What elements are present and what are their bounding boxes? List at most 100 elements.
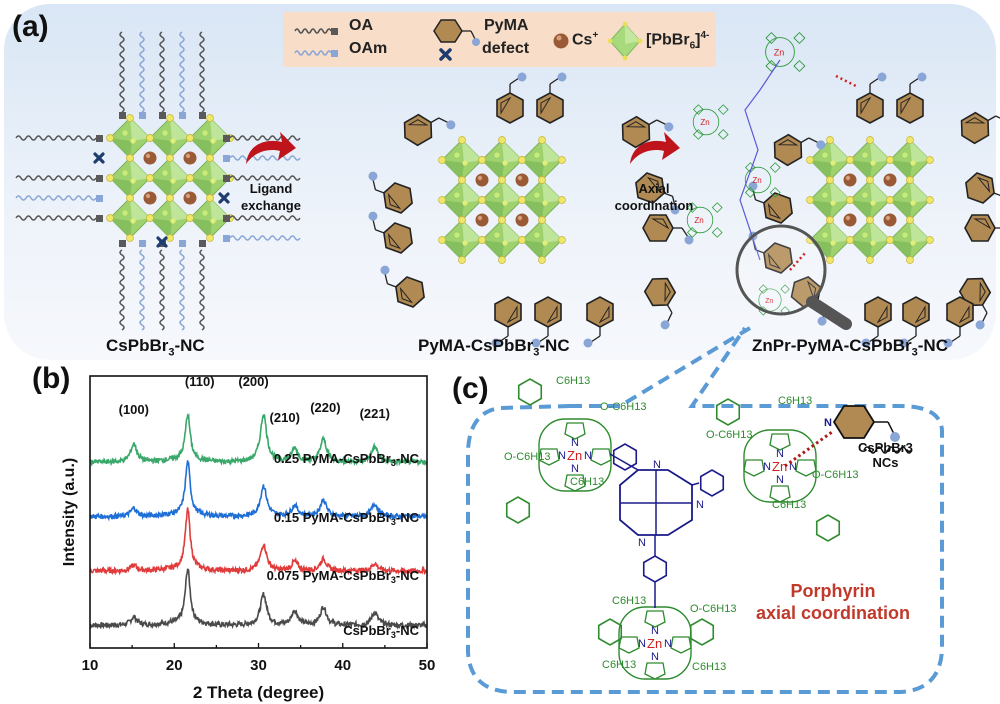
br-atom (498, 216, 506, 224)
pyma-ligand (643, 277, 677, 330)
oa-chain (229, 135, 301, 141)
zn-label: Zn (765, 298, 773, 305)
pyma-ligand (635, 172, 680, 215)
series-label: 0.25 PyMA-CsPbBr3-NC (274, 451, 420, 468)
nc-surface-chain (863, 446, 913, 454)
br-atom (806, 196, 814, 204)
defect-x (156, 236, 168, 248)
arrow-label-ligand-exchange: Ligand exchange (226, 180, 316, 214)
legend-label-pbbr6: [PbBr6]4- (646, 30, 709, 52)
br-atom (438, 196, 446, 204)
n-atom-label: N (776, 448, 784, 460)
oa-chain (159, 31, 165, 113)
c6h13-substituent: C6H13 (692, 661, 726, 673)
pyma-ligand (496, 72, 527, 124)
br-atom (106, 174, 114, 182)
pyma-ligand (896, 72, 927, 124)
oc6h13-substituent: O-C6H13 (600, 401, 646, 413)
panel-a-label: (a) (12, 10, 49, 43)
br-atom (146, 134, 154, 142)
legend-pbbr-sub: 6 (689, 40, 696, 52)
pyma-ligand (403, 113, 456, 147)
br-atom (846, 156, 854, 164)
caption-end: -NC (174, 336, 205, 355)
n-atom-label: N (638, 537, 646, 549)
br-atom (186, 214, 194, 222)
zn-atom-label: Zn (647, 636, 662, 651)
oa-chain (229, 215, 301, 221)
oa-chain (229, 175, 301, 181)
br-atom (206, 234, 214, 242)
pbbr6-octahedron (481, 179, 523, 221)
legend-label-pyma: PyMA (484, 17, 529, 34)
n-atom-label: N (584, 450, 592, 462)
oc6h13-substituent: O-C6H13 (504, 451, 550, 463)
x-tick-label: 40 (334, 657, 351, 674)
legend-label-oam: OAm (349, 40, 388, 57)
br-atom (826, 176, 834, 184)
br-atom (498, 176, 506, 184)
annotation-line1: Porphyrin (790, 581, 876, 601)
br-atom (538, 256, 546, 264)
tetracene-linker (739, 59, 781, 261)
pyma-ligand (491, 296, 522, 348)
pyridine-ring-icon (433, 19, 480, 46)
br-atom (846, 196, 854, 204)
arrow-label-axial-coordination: Axial coordination (604, 180, 704, 214)
callout-dashed-pointer (570, 326, 752, 408)
phenyl-ring (642, 555, 668, 583)
legend-label-defect: defect (482, 40, 530, 57)
cs-highlight (477, 215, 483, 221)
legend-icons (294, 19, 643, 61)
cs-highlight (185, 193, 191, 199)
arrow-label-line1: Axial (638, 181, 670, 196)
nc-label-line2: NCs (872, 455, 899, 470)
cs-highlight (477, 175, 483, 181)
n-atom-label: N (651, 651, 659, 663)
n-atom-label: N (763, 461, 771, 473)
n-atom-label: N (558, 450, 566, 462)
pbbr6-octahedron (521, 139, 563, 181)
cs-ion (143, 151, 157, 165)
br-atom (146, 174, 154, 182)
br-atom (538, 176, 546, 184)
arrow-label-line2: coordination (614, 198, 694, 213)
pyma-ligand (368, 171, 413, 214)
pbbr6-octahedron (481, 139, 523, 181)
pyma-ligand (748, 181, 793, 224)
br-atom (826, 256, 834, 264)
oam-chain (229, 155, 301, 161)
pbbr6-octahedron (149, 197, 191, 239)
aryl-ring (517, 378, 543, 406)
pbbr6-octahedron (521, 219, 563, 261)
aryl-ring (715, 398, 741, 426)
pbbr6-octahedron (441, 219, 483, 261)
br-atom (906, 176, 914, 184)
br-atom (438, 156, 446, 164)
xrd-series-line (89, 568, 428, 631)
br-atom (558, 196, 566, 204)
br-atom (886, 236, 894, 244)
cs-highlight (517, 215, 523, 221)
br-atom (866, 176, 874, 184)
c6h13-substituent: C6H13 (570, 476, 604, 488)
phenyl-ring (699, 469, 725, 497)
pyma-ligand (380, 265, 425, 308)
pyma-ligand (861, 296, 892, 348)
cs-ion (515, 213, 529, 227)
br-atom (906, 256, 914, 264)
x-tick-label: 50 (419, 657, 436, 674)
br-atom (166, 154, 174, 162)
oam-head (179, 240, 186, 247)
cs-highlight (885, 175, 891, 181)
cs-ion (515, 173, 529, 187)
peak-label: (210) (270, 410, 300, 425)
caption-text: CsPbBr (106, 336, 169, 355)
br-atom (498, 136, 506, 144)
ligand-head (96, 215, 103, 222)
n-atom-label: N (571, 437, 579, 449)
br-atom (106, 214, 114, 222)
panel-c-label: (c) (452, 372, 489, 405)
cs-ion (475, 213, 489, 227)
cs-ion (143, 191, 157, 205)
